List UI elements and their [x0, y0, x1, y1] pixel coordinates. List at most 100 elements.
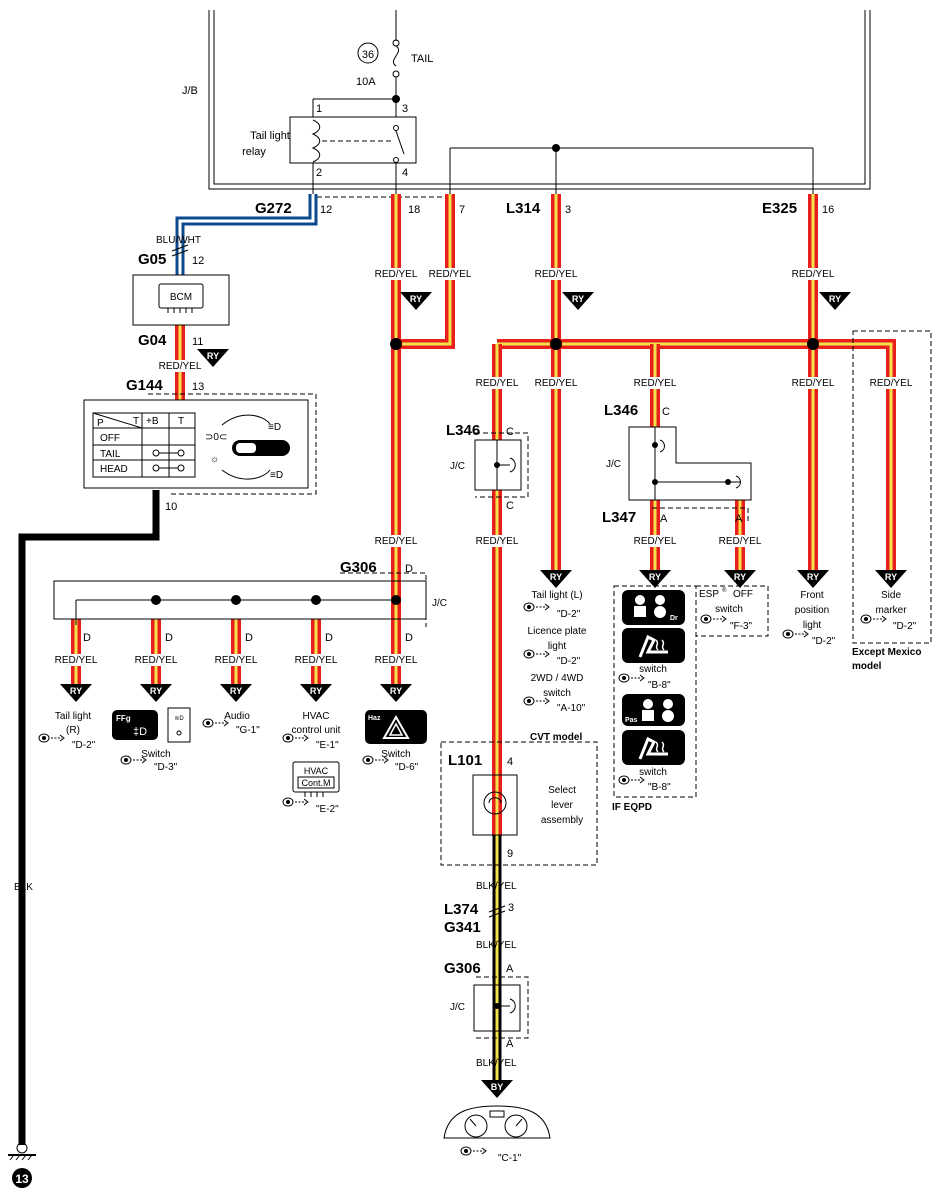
g341-label: G341	[444, 919, 481, 936]
svg-text:D: D	[83, 632, 91, 644]
jc-g306-bottom: J/C	[450, 976, 529, 1039]
jb-internal-bus	[449, 144, 814, 194]
jc-label-1: J/C	[432, 598, 447, 609]
lighting-switch: P T +B T OFF TAIL HEAD ⊃0⊂ ≡D ☼ ≡D	[83, 393, 317, 495]
g306-label: G306	[340, 559, 377, 576]
ground-13: 13	[8, 1142, 36, 1188]
wire-label-bg	[532, 268, 580, 280]
note-except-2: model	[852, 661, 882, 672]
red-yel-wire-inner	[813, 342, 893, 570]
l346-pin-1: C	[506, 426, 514, 438]
jc-label-3: J/C	[606, 459, 621, 470]
wire-label-red-yel: RED/YEL	[535, 269, 578, 280]
fuse-name: TAIL	[411, 53, 433, 65]
svg-text:FFg: FFg	[116, 714, 131, 723]
relay-name-2: relay	[242, 146, 266, 158]
jb-label: J/B	[182, 85, 198, 97]
front-line3: light	[803, 620, 822, 631]
wire-color-badge-label: RY	[207, 351, 219, 361]
wire-label-blk-yel-3: BLK/YEL	[476, 1058, 517, 1069]
wire-label-bg	[532, 377, 580, 389]
relay-pin1: 1	[316, 103, 322, 115]
wire-blk	[18, 490, 160, 1145]
wire-label-red-yel: RED/YEL	[476, 378, 519, 389]
wire-label-red-yel: RED/YEL	[215, 655, 258, 666]
jc-g306-top: J/C G306 D	[53, 559, 447, 627]
tail-light-relay: Tail light relay 1 3 2 4	[242, 95, 417, 194]
wire-color-badge-label: BY	[491, 1082, 504, 1092]
connector-g272: G272 12 18 7	[255, 196, 465, 217]
reference-eye-icon	[523, 602, 550, 612]
wire-label-blk-yel-2: BLK/YEL	[476, 940, 517, 951]
ground-number: 13	[15, 1172, 29, 1186]
seat-ref-2: "B-8"	[648, 782, 671, 793]
wire-color-badge	[797, 570, 829, 588]
esp-ref: "F-3"	[730, 621, 753, 632]
hvac-icon-line2: Cont.M	[301, 778, 330, 788]
g05-label: G05	[138, 251, 166, 268]
wire-color-badge-label: RY	[410, 294, 422, 304]
red-yel-wire-inner	[396, 194, 452, 346]
g144-pin13: 13	[192, 381, 204, 393]
wire-label-red-yel: RED/YEL	[476, 536, 519, 547]
g272-label: G272	[255, 200, 292, 217]
wire-color-badge-label: RY	[807, 572, 819, 582]
haz-ref: "D-6"	[395, 762, 419, 773]
reference-eye-icon	[460, 1146, 487, 1156]
pin-labels: D D D D D	[83, 632, 413, 644]
jc-label-2: J/C	[450, 461, 465, 472]
select-lever-assembly: CVT model L101 4 9 Select lever assembly	[440, 732, 598, 866]
svg-text:D: D	[405, 632, 413, 644]
seat-switch-1: switch	[639, 664, 667, 675]
wire-label-bg	[789, 377, 837, 389]
wire-color-badge	[400, 292, 432, 310]
wire-color-badge-label: RY	[649, 572, 661, 582]
table-row-off: OFF	[100, 433, 120, 444]
red-yel-wires	[71, 194, 896, 836]
seat-ref-1: "B-8"	[648, 680, 671, 691]
hvac-icon-line1: HVAC	[304, 766, 329, 776]
wire-label-bg	[372, 268, 420, 280]
tail-r-line2: (R)	[66, 725, 80, 736]
junction-dot	[390, 338, 402, 350]
wire-blu-wht: BLU/WHT	[156, 194, 318, 275]
wire-label-red-yel: RED/YEL	[375, 536, 418, 547]
meter-ref: "C-1"	[498, 1153, 522, 1164]
jc-l346-right: L346 C J/C L347 A A	[602, 402, 752, 526]
relay-name-1: Tail light	[250, 130, 290, 142]
wire-label-red-yel: RED/YEL	[792, 378, 835, 389]
wire-label-bg	[292, 654, 340, 666]
g144-pin10: 10	[165, 501, 177, 513]
wire-label-red-yel: RED/YEL	[55, 655, 98, 666]
tail-l-ref: "D-2"	[557, 609, 581, 620]
wire-label-bg	[52, 654, 100, 666]
fuse-number: 36	[362, 49, 374, 61]
fuse-rating: 10A	[356, 76, 376, 88]
reference-eye-icon	[523, 649, 550, 659]
hvac-line2: control unit	[292, 725, 341, 736]
tail-l-line1: Tail light (L)	[531, 590, 582, 601]
front-ref: "D-2"	[812, 636, 836, 647]
svg-text:D: D	[165, 632, 173, 644]
l346-label-1: L346	[446, 422, 480, 439]
wire-color-badge-label: RY	[70, 686, 82, 696]
g306-pin-a1: A	[506, 963, 514, 975]
g272-pin12: 12	[320, 204, 332, 216]
g306-pin-a2: A	[506, 1038, 514, 1050]
except-mexico-box: Except Mexico model	[852, 330, 932, 672]
wire-label-bg	[716, 535, 764, 547]
front-line2: position	[795, 605, 829, 616]
l346-pin-1b: C	[506, 500, 514, 512]
svg-text:D: D	[245, 632, 253, 644]
wire-label-red-yel: RED/YEL	[792, 269, 835, 280]
wire-color-badge	[819, 292, 851, 310]
select-line3: assembly	[541, 815, 583, 826]
wire-color-badge-label: RY	[310, 686, 322, 696]
wire-color-badge-label: RY	[829, 294, 841, 304]
wire-color-badge	[140, 684, 172, 702]
l101-pin9: 9	[507, 848, 513, 860]
bcm-unit: BCM	[132, 274, 230, 326]
reference-eye-icon	[282, 797, 309, 807]
junction-dot	[807, 338, 819, 350]
